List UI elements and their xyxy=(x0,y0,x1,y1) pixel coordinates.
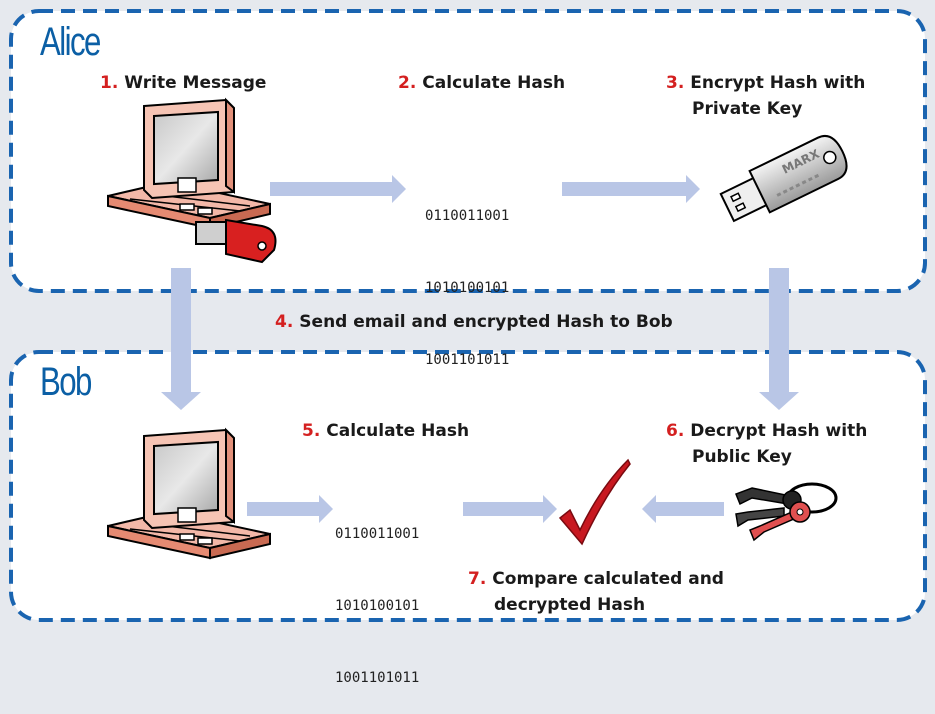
step-number: 7. xyxy=(468,569,487,589)
arrow-message-to-hash xyxy=(270,175,406,203)
step-label-line2: Public Key xyxy=(692,447,792,467)
step-number: 6. xyxy=(666,421,685,441)
step-number: 1. xyxy=(100,73,119,93)
hash-line: 0110011001 xyxy=(335,526,420,542)
usb-dongle-icon: MARX xyxy=(719,134,848,223)
hash-line: 1010100101 xyxy=(425,280,510,296)
arrow-hash-to-key xyxy=(562,175,700,203)
step-number: 5. xyxy=(302,421,321,441)
step-label: Calculate Hash xyxy=(422,73,566,93)
step-label: Decrypt Hash with xyxy=(690,421,868,441)
arrow-key-to-check xyxy=(642,495,724,523)
alice-title: Alice xyxy=(40,20,101,64)
step-number: 2. xyxy=(398,73,417,93)
step-label: Encrypt Hash with xyxy=(690,73,866,93)
step-label: Compare calculated and xyxy=(492,569,724,589)
step-number: 3. xyxy=(666,73,685,93)
step-calculate-hash-bob: 5.Calculate Hash xyxy=(302,418,469,444)
bob-hash-value: 0110011001 1010100101 1001101011 xyxy=(335,474,419,714)
step-send-email: 4.Send email and encrypted Hash to Bob xyxy=(275,309,673,335)
hash-line: 0110011001 xyxy=(425,208,510,224)
step-encrypt-hash: 3.Encrypt Hash with Private Key xyxy=(666,70,865,122)
step-label: Calculate Hash xyxy=(326,421,470,441)
step-compare-hash: 7.Compare calculated and decrypted Hash xyxy=(468,566,724,618)
down-arrow-right xyxy=(759,268,799,410)
step-write-message: 1.Write Message xyxy=(100,70,266,96)
hash-line: 1001101011 xyxy=(335,670,420,686)
hash-line: 1010100101 xyxy=(335,598,420,614)
down-arrow-left xyxy=(161,268,201,410)
step-label: Write Message xyxy=(124,73,267,93)
keys-icon xyxy=(735,482,838,542)
diagram-canvas: MARX xyxy=(9,9,927,622)
step-calculate-hash-alice: 2.Calculate Hash xyxy=(398,70,565,96)
arrow-bob-message-to-hash xyxy=(247,495,333,523)
arrow-hash-to-check xyxy=(463,495,557,523)
step-label: Send email and encrypted Hash to Bob xyxy=(299,312,673,332)
alice-hash-value: 0110011001 1010100101 1001101011 xyxy=(425,156,509,396)
step-decrypt-hash: 6.Decrypt Hash with Public Key xyxy=(666,418,867,470)
bob-computer-icon xyxy=(107,427,271,560)
bob-title: Bob xyxy=(40,360,92,404)
hash-line: 1001101011 xyxy=(425,352,510,368)
red-usb-token-icon xyxy=(195,218,277,264)
step-label-line2: Private Key xyxy=(692,99,803,119)
step-label-line2: decrypted Hash xyxy=(494,595,646,615)
step-number: 4. xyxy=(275,312,294,332)
bob-box xyxy=(9,350,927,622)
checkmark-icon xyxy=(558,458,631,546)
